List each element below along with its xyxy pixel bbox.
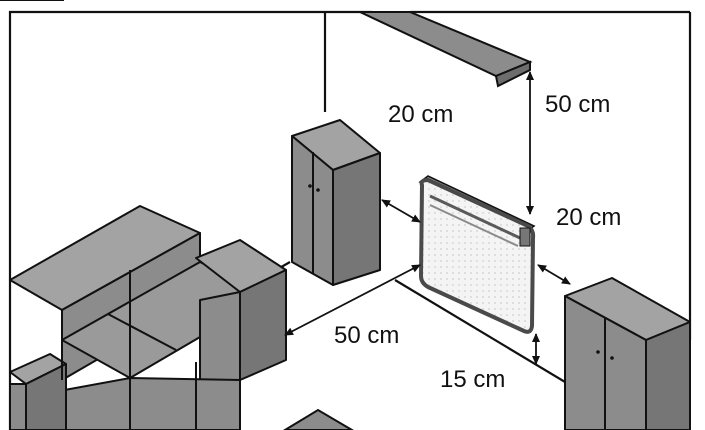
sofa: [0, 0, 287, 430]
double-arrow-icon: [381, 199, 421, 223]
left-distance-label: 50 cm: [334, 322, 399, 349]
floor-gap-label: 15 cm: [440, 366, 505, 393]
double-arrow-icon: [284, 264, 421, 336]
right-side-label: 20 cm: [556, 204, 621, 231]
wardrobe-left: [291, 119, 381, 286]
dimension-arrows: [284, 71, 571, 365]
heater-icon: [418, 175, 536, 334]
wall-shelf: [359, 11, 533, 88]
shelf-height-label: 50 cm: [545, 91, 610, 118]
double-arrow-icon: [537, 264, 571, 285]
room-walls: [8, 10, 692, 430]
shelf-gap-label: 20 cm: [388, 101, 453, 128]
table-corner: [283, 408, 354, 430]
wardrobe-right: [564, 277, 691, 430]
